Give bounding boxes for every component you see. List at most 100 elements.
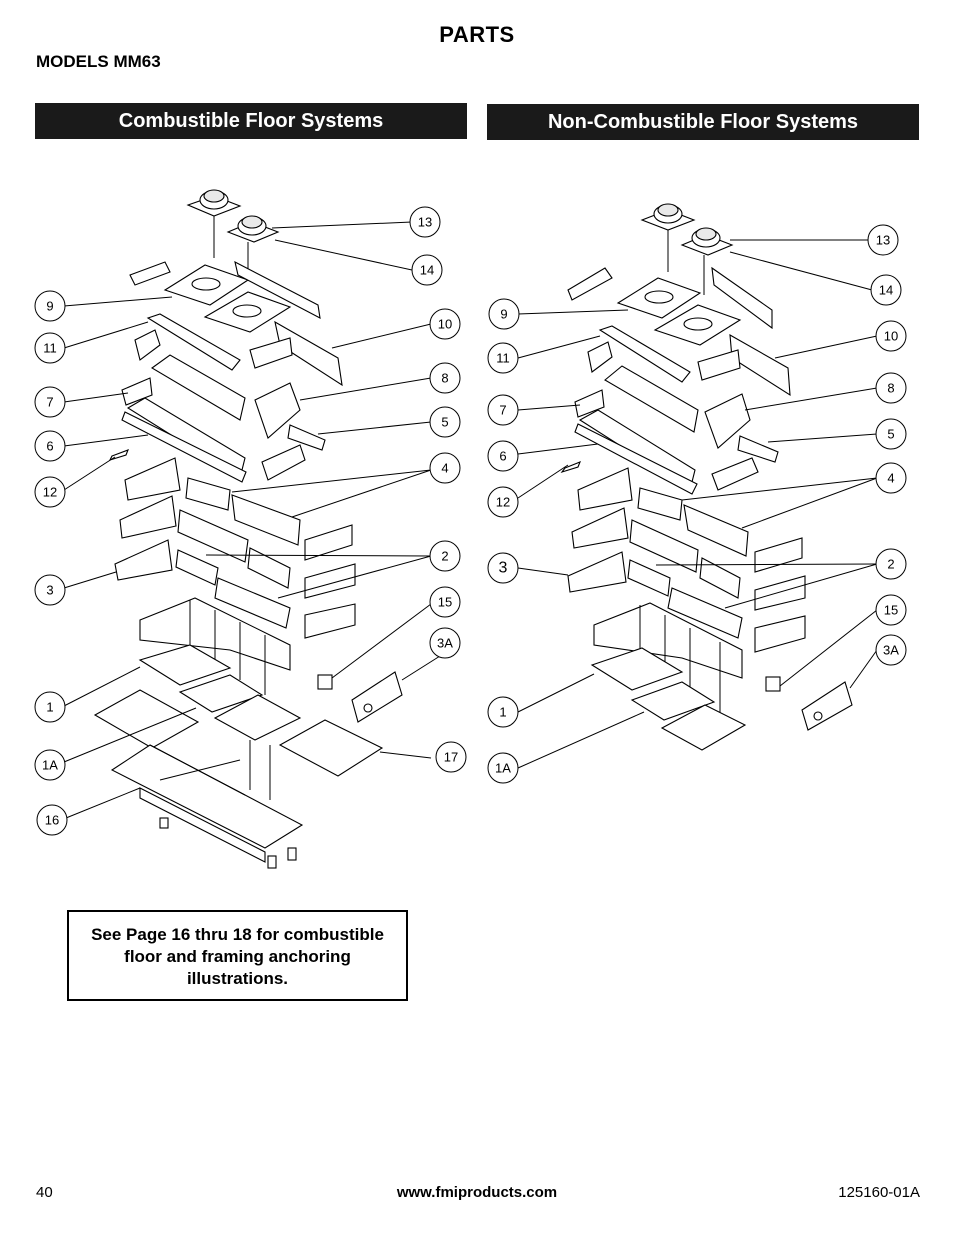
combustible-section-header: Combustible Floor Systems [35,103,467,139]
callout-10: 10 [429,308,461,340]
svg-text:9: 9 [500,307,507,322]
callout-3: 3 [487,552,519,584]
page-number: 40 [36,1184,53,1201]
callout-13: 13 [409,206,441,238]
callout-12: 12 [487,486,519,518]
callout-5: 5 [875,418,907,450]
svg-text:2: 2 [887,557,894,572]
svg-text:7: 7 [499,403,506,418]
svg-text:6: 6 [499,449,506,464]
svg-text:3: 3 [499,560,508,577]
callout-17: 17 [435,741,467,773]
callout-15: 15 [875,594,907,626]
non-combustible-section-header: Non-Combustible Floor Systems [487,104,919,140]
firebrick-set-part [567,467,806,653]
callout-4: 4 [875,462,907,494]
hearth-base-part [590,602,747,751]
callout-11: 11 [487,342,519,374]
svg-text:1A: 1A [495,761,511,776]
flue-collar-part [186,189,280,280]
side-brick-part [587,325,791,397]
firebrick-set-part [114,457,356,639]
callout-2: 2 [875,548,907,580]
callout-10: 10 [875,320,907,352]
callout-8: 8 [429,362,461,394]
callout-2: 2 [429,540,461,572]
callout-1: 1 [487,696,519,728]
callout-8: 8 [875,372,907,404]
callout-3a: 3A [875,634,907,666]
svg-text:8: 8 [441,371,448,386]
page-title: PARTS [439,22,515,47]
callout-3: 3 [34,574,66,606]
firebox-back-part [560,365,779,495]
svg-text:1: 1 [46,700,53,715]
callout-1a: 1A [34,749,66,781]
svg-text:12: 12 [496,495,510,510]
note-line: See Page 16 thru 18 for combustible [91,925,384,944]
svg-text:15: 15 [884,603,898,618]
callout-6: 6 [487,440,519,472]
svg-text:7: 7 [46,395,53,410]
svg-text:6: 6 [46,439,53,454]
svg-text:3A: 3A [437,636,453,651]
svg-text:5: 5 [441,415,448,430]
callout-13: 13 [867,224,899,256]
callout-1a: 1A [487,752,519,784]
svg-text:8: 8 [887,381,894,396]
bracket-part [765,676,853,731]
svg-text:9: 9 [46,299,53,314]
hearth-base-part [93,597,384,869]
note-line: illustrations. [186,969,289,988]
callout-9: 9 [34,290,66,322]
svg-text:4: 4 [887,471,894,486]
svg-text:12: 12 [43,485,57,500]
svg-text:16: 16 [45,813,59,828]
svg-text:11: 11 [43,341,57,356]
callout-12: 12 [34,476,66,508]
callout-14: 14 [870,274,902,306]
svg-text:14: 14 [420,263,434,278]
models-heading: MODELS MM63 [36,52,161,71]
svg-text:4: 4 [441,461,448,476]
svg-text:1: 1 [499,705,506,720]
callout-7: 7 [34,386,66,418]
svg-text:14: 14 [879,283,893,298]
callout-5: 5 [429,406,461,438]
website-link[interactable]: www.fmiproducts.com [396,1184,558,1201]
svg-text:3: 3 [46,583,53,598]
callout-4: 4 [429,452,461,484]
callout-6: 6 [34,430,66,462]
svg-text:1A: 1A [42,758,58,773]
callout-1: 1 [34,691,66,723]
svg-text:15: 15 [438,595,452,610]
svg-text:2: 2 [441,549,448,564]
svg-text:5: 5 [887,427,894,442]
top-slab-part [129,260,321,333]
combustible-diagram: 13 14 9 10 11 8 7 5 6 4 12 2 3 15 3A 1 1… [34,189,467,869]
non-combustible-diagram: 13 14 9 10 11 8 7 5 6 4 12 3 2 15 3A 1 1… [487,203,907,784]
callout-15: 15 [429,586,461,618]
svg-text:11: 11 [496,351,510,366]
svg-text:13: 13 [876,233,890,248]
svg-text:17: 17 [444,750,458,765]
callout-16: 16 [36,804,68,836]
bracket-part [317,671,403,723]
callout-3a: 3A [429,627,461,659]
svg-text:3A: 3A [883,643,899,658]
side-brick-part [134,313,343,387]
leader-lines [517,239,878,769]
firebox-back-part [108,354,326,483]
callout-7: 7 [487,394,519,426]
document-number: 125160-01A [838,1184,920,1201]
note-line: floor and framing anchoring [124,947,351,966]
callout-9: 9 [488,298,520,330]
top-slab-part [567,266,773,346]
note-box: See Page 16 thru 18 for combustible floo… [67,910,408,1001]
leader-lines [63,221,441,819]
callout-14: 14 [411,254,443,286]
svg-text:13: 13 [418,215,432,230]
flue-collar-part [640,203,734,295]
svg-text:10: 10 [884,329,898,344]
